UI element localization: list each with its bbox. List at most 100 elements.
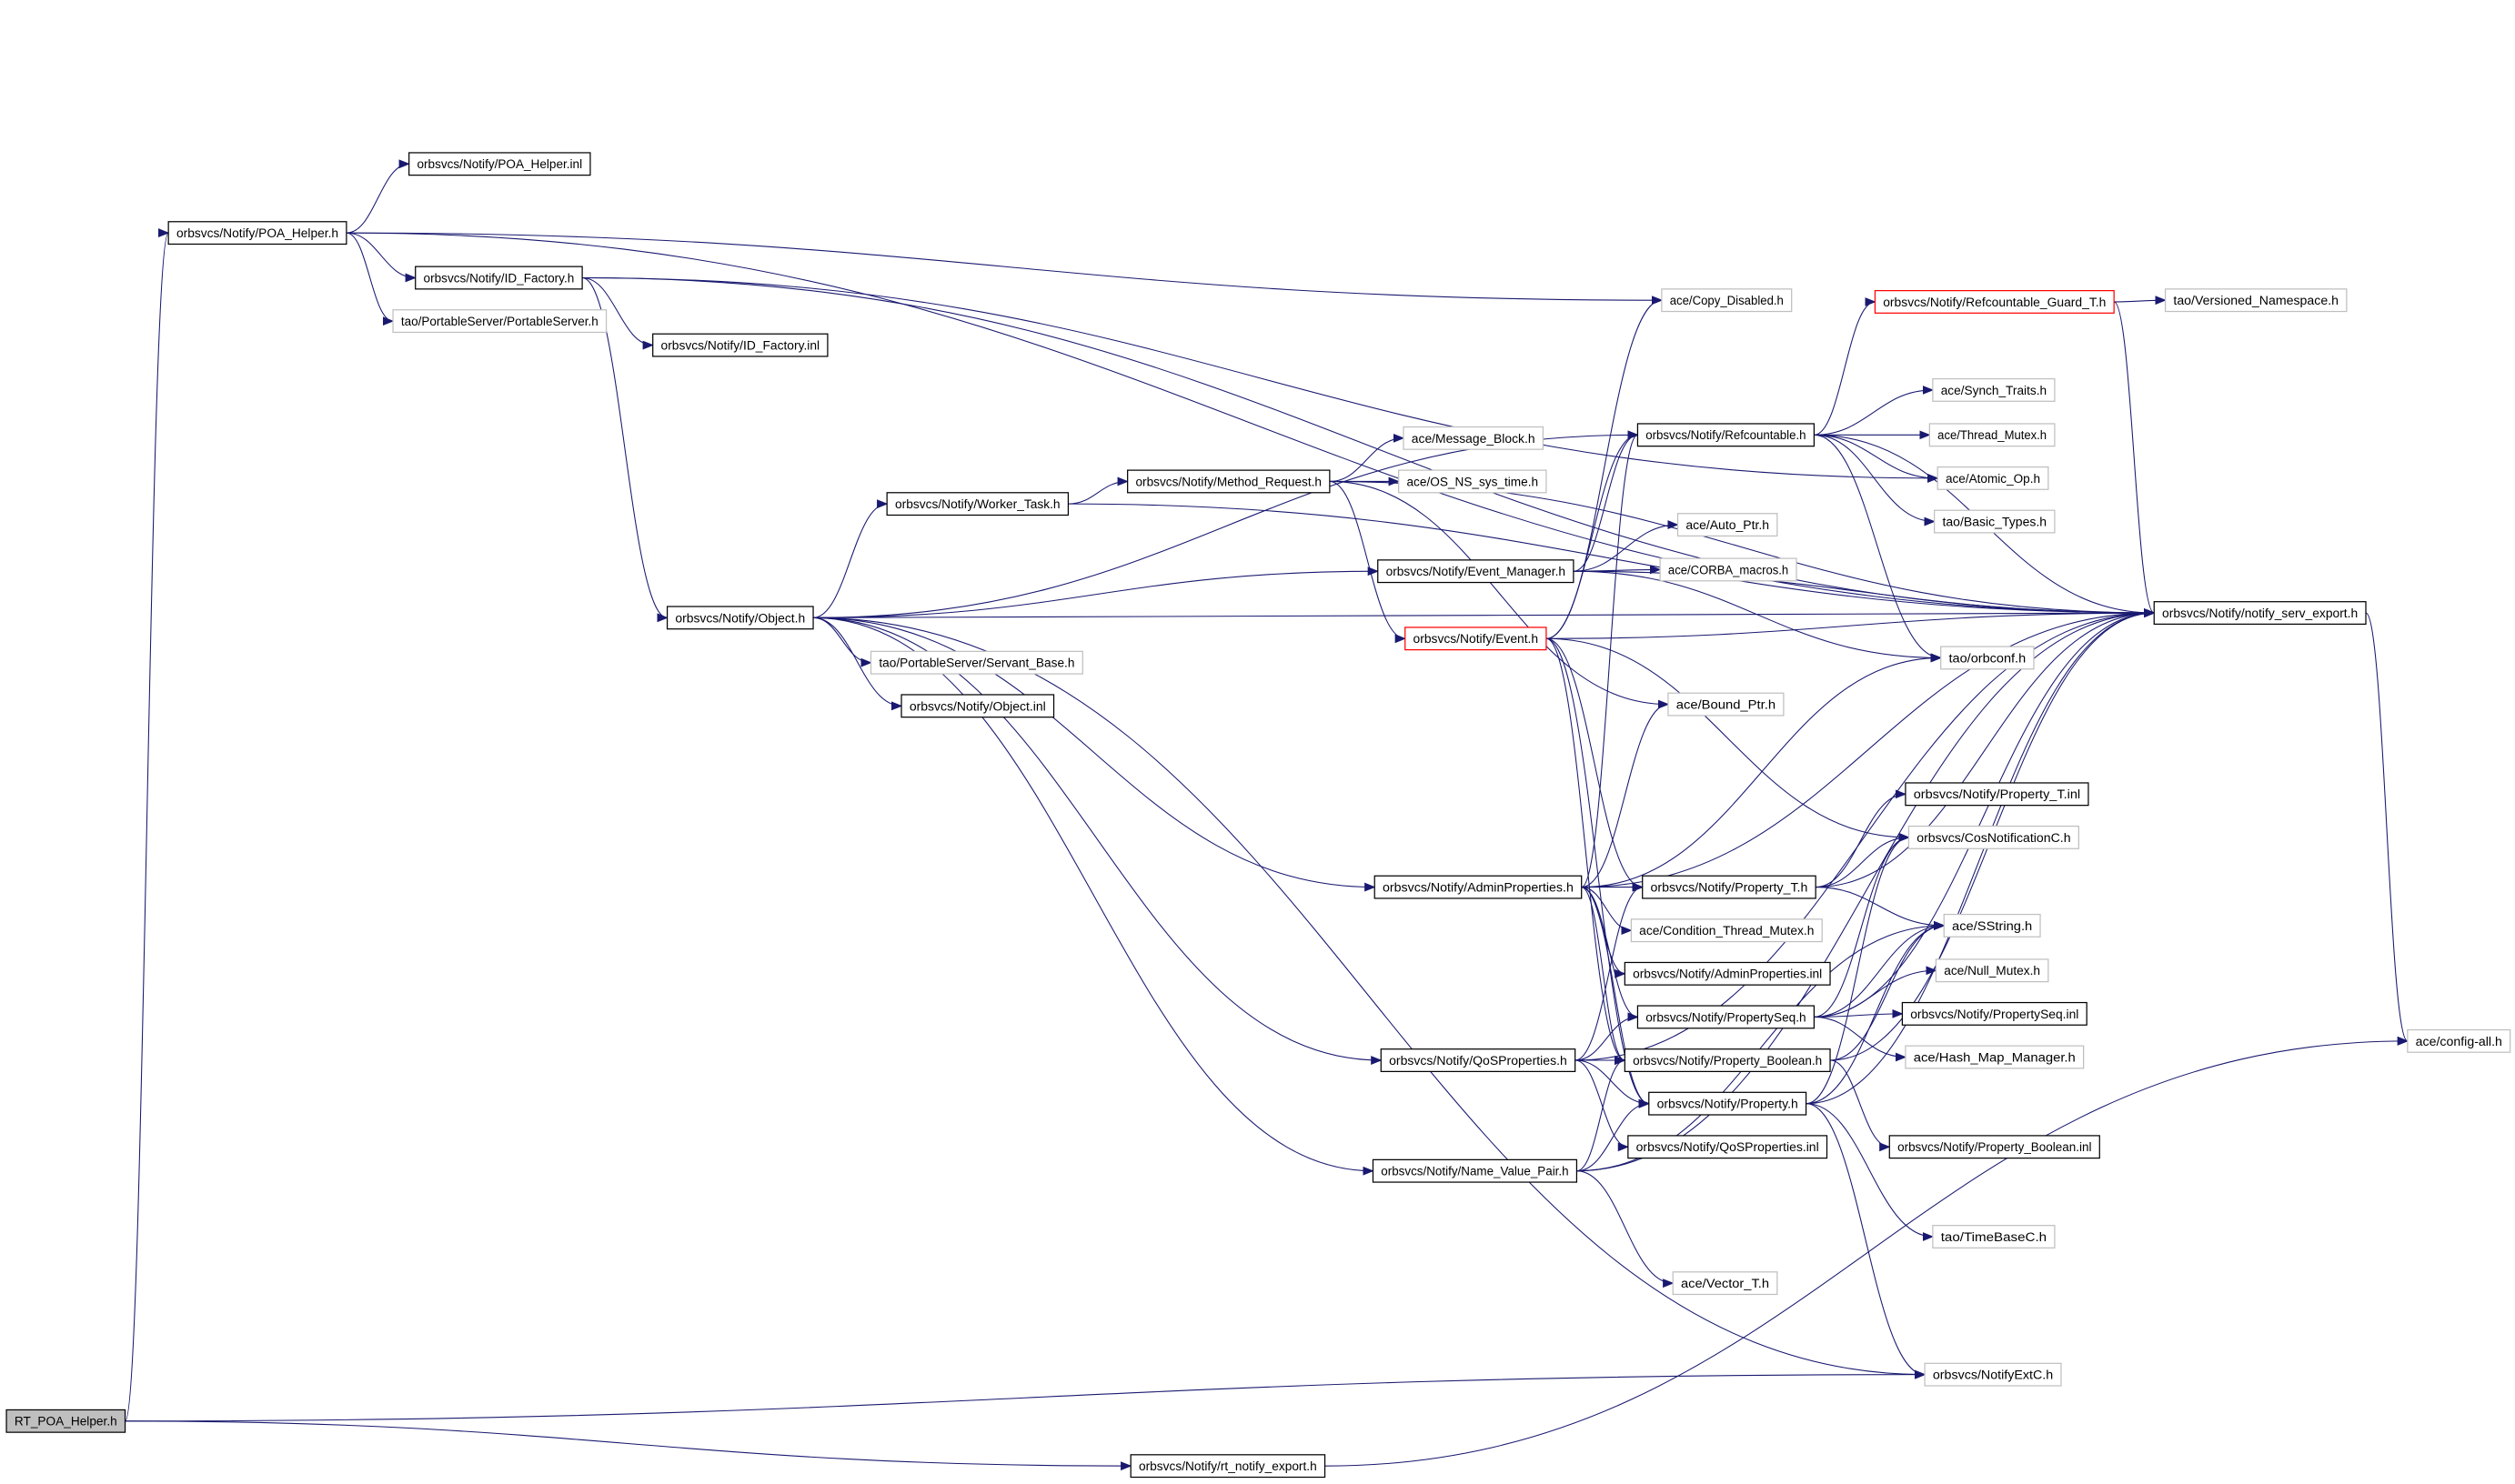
node-box [1372,1158,1578,1183]
node-propertyseq-inl[interactable]: orbsvcs/Notify/PropertySeq.inl [1901,1001,2087,1026]
edge-object_h-to-notifyextc_h [813,617,1926,1379]
node-label: ace/Condition_Thread_Mutex.h [1639,923,1814,938]
edge-qosproperties_h-to-propertyseq_h [1574,1012,1639,1061]
node-label: orbsvcs/Notify/Object.h [675,610,805,625]
node-label: orbsvcs/Notify/Property_Boolean.h [1633,1053,1822,1068]
edge-event_h-to-refcountable_h [1545,430,1639,639]
node-thread-mutex-h[interactable]: ace/Thread_Mutex.h [1928,423,2056,447]
node-property-t-inl[interactable]: orbsvcs/Notify/Property_T.inl [1905,782,2089,807]
node-notify-serv-export-h[interactable]: orbsvcs/Notify/notify_serv_export.h [2153,601,2367,626]
edge-event_h-to-notify_serv_export_h [1545,608,2156,639]
edge-refcountable_h-to-refcountable_guard_t_h [1814,297,1876,436]
node-label: orbsvcs/Notify/ID_Factory.inl [661,337,820,352]
edge-poa_helper_h-to-poa_helper_inl [346,159,410,234]
node-label: ace/OS_NS_sys_time.h [1406,474,1538,488]
node-object-inl[interactable]: orbsvcs/Notify/Object.inl [900,694,1055,718]
node-message-block-h[interactable]: ace/Message_Block.h [1403,426,1544,450]
edge-refcountable_h-to-synch_traits_h [1814,386,1935,436]
node-label: orbsvcs/Notify/notify_serv_export.h [2162,606,2358,620]
node-box [1672,1271,1778,1296]
node-timebasec-h[interactable]: tao/TimeBaseC.h [1932,1225,2056,1248]
edge-property_boolean_h-to-sstring_h [1830,921,1946,1061]
node-label: orbsvcs/Notify/QoSProperties.h [1389,1053,1567,1068]
node-box [415,266,583,290]
node-label: orbsvcs/Notify/rt_notify_export.h [1139,1459,1317,1473]
node-label: tao/TimeBaseC.h [1941,1229,2047,1244]
node-object-h[interactable]: orbsvcs/Notify/Object.h [666,606,814,630]
edge-propertyseq_h-to-sstring_h [1814,920,1946,1018]
node-bound-ptr-h[interactable]: ace/Bound_Ptr.h [1667,692,1785,717]
node-synch-traits-h[interactable]: ace/Synch_Traits.h [1932,377,2056,402]
node-property-t-h[interactable]: orbsvcs/Notify/Property_T.h [1642,875,1816,899]
node-method-request-h[interactable]: orbsvcs/Notify/Method_Request.h [1127,469,1331,494]
node-label: orbsvcs/Notify/Object.inl [910,698,1046,713]
edge-propertyseq_h-to-cosnotificationc_h [1814,833,1910,1018]
node-box [1943,913,2041,938]
node-label: orbsvcs/Notify/Refcountable_Guard_T.h [1883,295,2106,309]
edge-qosproperties_h-to-notify_serv_export_h [1574,608,2156,1061]
node-box [167,221,347,246]
node-qosproperties-inl[interactable]: orbsvcs/Notify/QoSProperties.inl [1627,1135,1828,1159]
node-adminproperties-inl[interactable]: orbsvcs/Notify/AdminProperties.inl [1624,961,1831,986]
node-label: ace/Thread_Mutex.h [1937,427,2047,442]
node-label: orbsvcs/NotifyExtC.h [1933,1368,2053,1382]
node-adminproperties-h[interactable]: orbsvcs/Notify/AdminProperties.h [1373,875,1583,899]
node-corba-macros-h[interactable]: ace/CORBA_macros.h [1659,557,1797,582]
edge-object_h-to-object_inl [813,617,903,711]
node-auto-ptr-h[interactable]: ace/Auto_Ptr.h [1676,513,1778,537]
node-copy-disabled-h[interactable]: ace/Copy_Disabled.h [1661,288,1793,313]
node-qosproperties-h[interactable]: orbsvcs/Notify/QoSProperties.h [1380,1048,1576,1072]
node-label: ace/Auto_Ptr.h [1685,517,1769,532]
node-label: orbsvcs/Notify/Event_Manager.h [1386,564,1566,578]
node-box [1636,423,1816,447]
edge-propertyseq_h-to-propertyseq_inl [1814,1008,1904,1018]
node-id-factory-inl[interactable]: orbsvcs/Notify/ID_Factory.inl [652,333,829,357]
node-label: ace/Null_Mutex.h [1944,963,2040,978]
node-hash-map-manager-h[interactable]: ace/Hash_Map_Manager.h [1905,1045,2085,1069]
node-id-factory-h[interactable]: orbsvcs/Notify/ID_Factory.h [415,266,583,290]
node-sstring-h[interactable]: ace/SString.h [1943,913,2041,938]
node-worker-task-h[interactable]: orbsvcs/Notify/Worker_Task.h [886,492,1070,516]
node-poa-helper-inl[interactable]: orbsvcs/Notify/POA_Helper.inl [408,152,591,176]
node-propertyseq-h[interactable]: orbsvcs/Notify/PropertySeq.h [1636,1005,1816,1029]
node-orbconf-h[interactable]: tao/orbconf.h [1940,646,2035,670]
node-config-all-h[interactable]: ace/config-all.h [2407,1028,2511,1053]
node-label: ace/Atomic_Op.h [1946,471,2040,486]
node-property-boolean-inl[interactable]: orbsvcs/Notify/Property_Boolean.inl [1888,1135,2100,1159]
node-versioned-namespace-h[interactable]: tao/Versioned_Namespace.h [2164,288,2348,313]
node-box [1624,961,1831,986]
node-servant-base-h[interactable]: tao/PortableServer/Servant_Base.h [870,650,1083,675]
node-poa-helper-h[interactable]: orbsvcs/Notify/POA_Helper.h [167,221,347,246]
node-basic-types-h[interactable]: tao/Basic_Types.h [1934,509,2056,534]
node-refcountable-h[interactable]: orbsvcs/Notify/Refcountable.h [1636,423,1816,447]
node-label: ace/config-all.h [2416,1034,2502,1048]
node-event-manager-h[interactable]: orbsvcs/Notify/Event_Manager.h [1377,559,1574,584]
node-event-h[interactable]: orbsvcs/Notify/Event.h [1404,627,1547,651]
node-rt-notify-export-h[interactable]: orbsvcs/Notify/rt_notify_export.h [1130,1454,1326,1479]
node-vector-t-h[interactable]: ace/Vector_T.h [1672,1271,1778,1296]
node-atomic-op-h[interactable]: ace/Atomic_Op.h [1937,466,2049,490]
node-os-ns-sys-time-h[interactable]: ace/OS_NS_sys_time.h [1398,469,1547,494]
node-null-mutex-h[interactable]: ace/Null_Mutex.h [1935,958,2049,983]
node-notifyextc-h[interactable]: orbsvcs/NotifyExtC.h [1924,1362,2062,1387]
node-cosnotificationc-h[interactable]: orbsvcs/CosNotificationC.h [1907,825,2079,849]
node-portableserver-h[interactable]: tao/PortableServer/PortableServer.h [392,309,608,334]
node-property-boolean-h[interactable]: orbsvcs/Notify/Property_Boolean.h [1624,1048,1831,1072]
edge-property_t_h-to-sstring_h [1816,887,1946,930]
edge-propertyseq_h-to-hash_map_manager_h [1814,1016,1907,1062]
node-label: ace/Hash_Map_Manager.h [1914,1049,2076,1064]
node-property-h[interactable]: orbsvcs/Notify/Property.h [1648,1091,1807,1116]
node-label: tao/Versioned_Namespace.h [2173,293,2339,307]
node-box [1380,1048,1576,1072]
node-box [5,1409,126,1433]
node-refcountable-guard-t-h[interactable]: orbsvcs/Notify/Refcountable_Guard_T.h [1874,289,2115,314]
node-name-value-pair-h[interactable]: orbsvcs/Notify/Name_Value_Pair.h [1372,1158,1578,1183]
node-box [2407,1028,2511,1053]
node-box [1377,559,1574,584]
node-label: ace/Vector_T.h [1681,1276,1769,1290]
node-box [1940,646,2035,670]
edge-poa_helper_h-to-id_factory_h [346,232,417,283]
node-condition-thread-mutex-h[interactable]: ace/Condition_Thread_Mutex.h [1630,918,1823,943]
node-box [392,309,608,334]
